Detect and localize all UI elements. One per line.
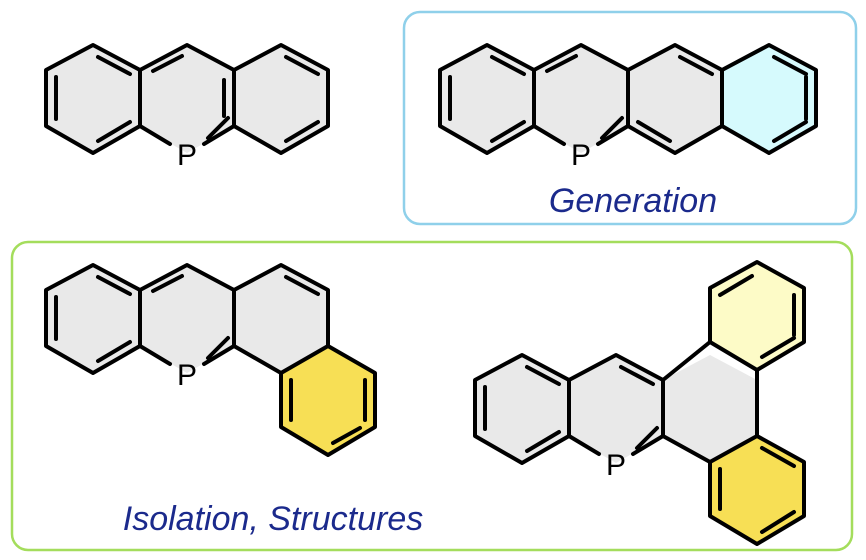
ring-left [46, 45, 140, 153]
isolation-frame [10, 240, 854, 552]
ring-3 [628, 45, 722, 153]
ring-center [140, 45, 234, 153]
isolation-caption: Isolation, Structures [123, 500, 423, 538]
ring-left [46, 265, 140, 373]
ring-phosphinine [569, 355, 663, 463]
phosphorus-atom-label: P [571, 139, 591, 172]
ring-4-highlight [722, 45, 816, 153]
generation-caption: Generation [549, 182, 717, 220]
phosphorus-atom-label: P [606, 449, 626, 482]
generation-frame [402, 10, 858, 226]
ring-1 [440, 45, 534, 153]
ring-left [475, 355, 569, 463]
phosphorus-atom-label: P [177, 139, 197, 172]
ring-yellow [281, 346, 375, 455]
angular-phosphaacene-molecule: P [44, 263, 377, 457]
ring-central [663, 355, 757, 463]
dibenzo-phosphaacene-molecule: P [473, 260, 806, 546]
ring-right [234, 45, 328, 153]
ring-upper-right [234, 265, 328, 373]
phosphaanthracene-molecule: P [44, 43, 330, 172]
ring-bottom-yellow [710, 436, 804, 544]
ring-2 [534, 45, 628, 153]
ring-center [140, 265, 234, 373]
phosphorus-atom-label: P [177, 359, 197, 392]
phosphatetracene-molecule: P [438, 43, 818, 172]
